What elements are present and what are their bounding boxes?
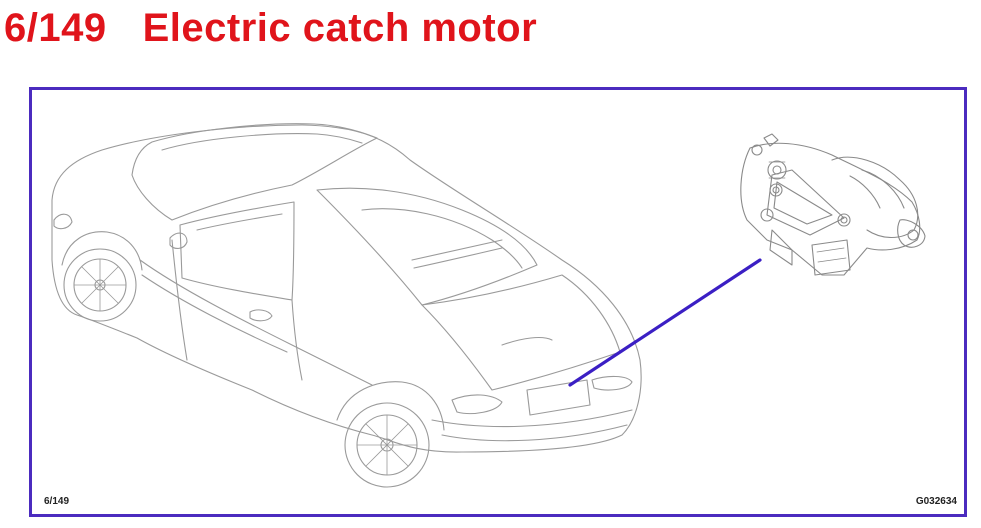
figure-reference: 6/149 — [44, 496, 70, 507]
motor-connector — [811, 239, 851, 276]
car-rear-deck — [316, 187, 538, 306]
figure-code: G032634 — [915, 496, 957, 507]
diagram-illustration — [51, 123, 926, 488]
leader-line — [568, 258, 762, 387]
car-body-outline — [51, 124, 642, 453]
car-drawing — [51, 123, 642, 488]
car-side-window — [179, 201, 295, 301]
illustration-frame: 6/149 G032634 — [29, 87, 967, 517]
electric-catch-motor-drawing — [740, 133, 926, 276]
page-header: 6/149 Electric catch motor — [4, 0, 537, 56]
car-roof — [131, 123, 378, 221]
page-title: Electric catch motor — [142, 6, 538, 50]
car-license-plate — [526, 379, 591, 416]
section-number: 6/149 — [4, 6, 107, 50]
